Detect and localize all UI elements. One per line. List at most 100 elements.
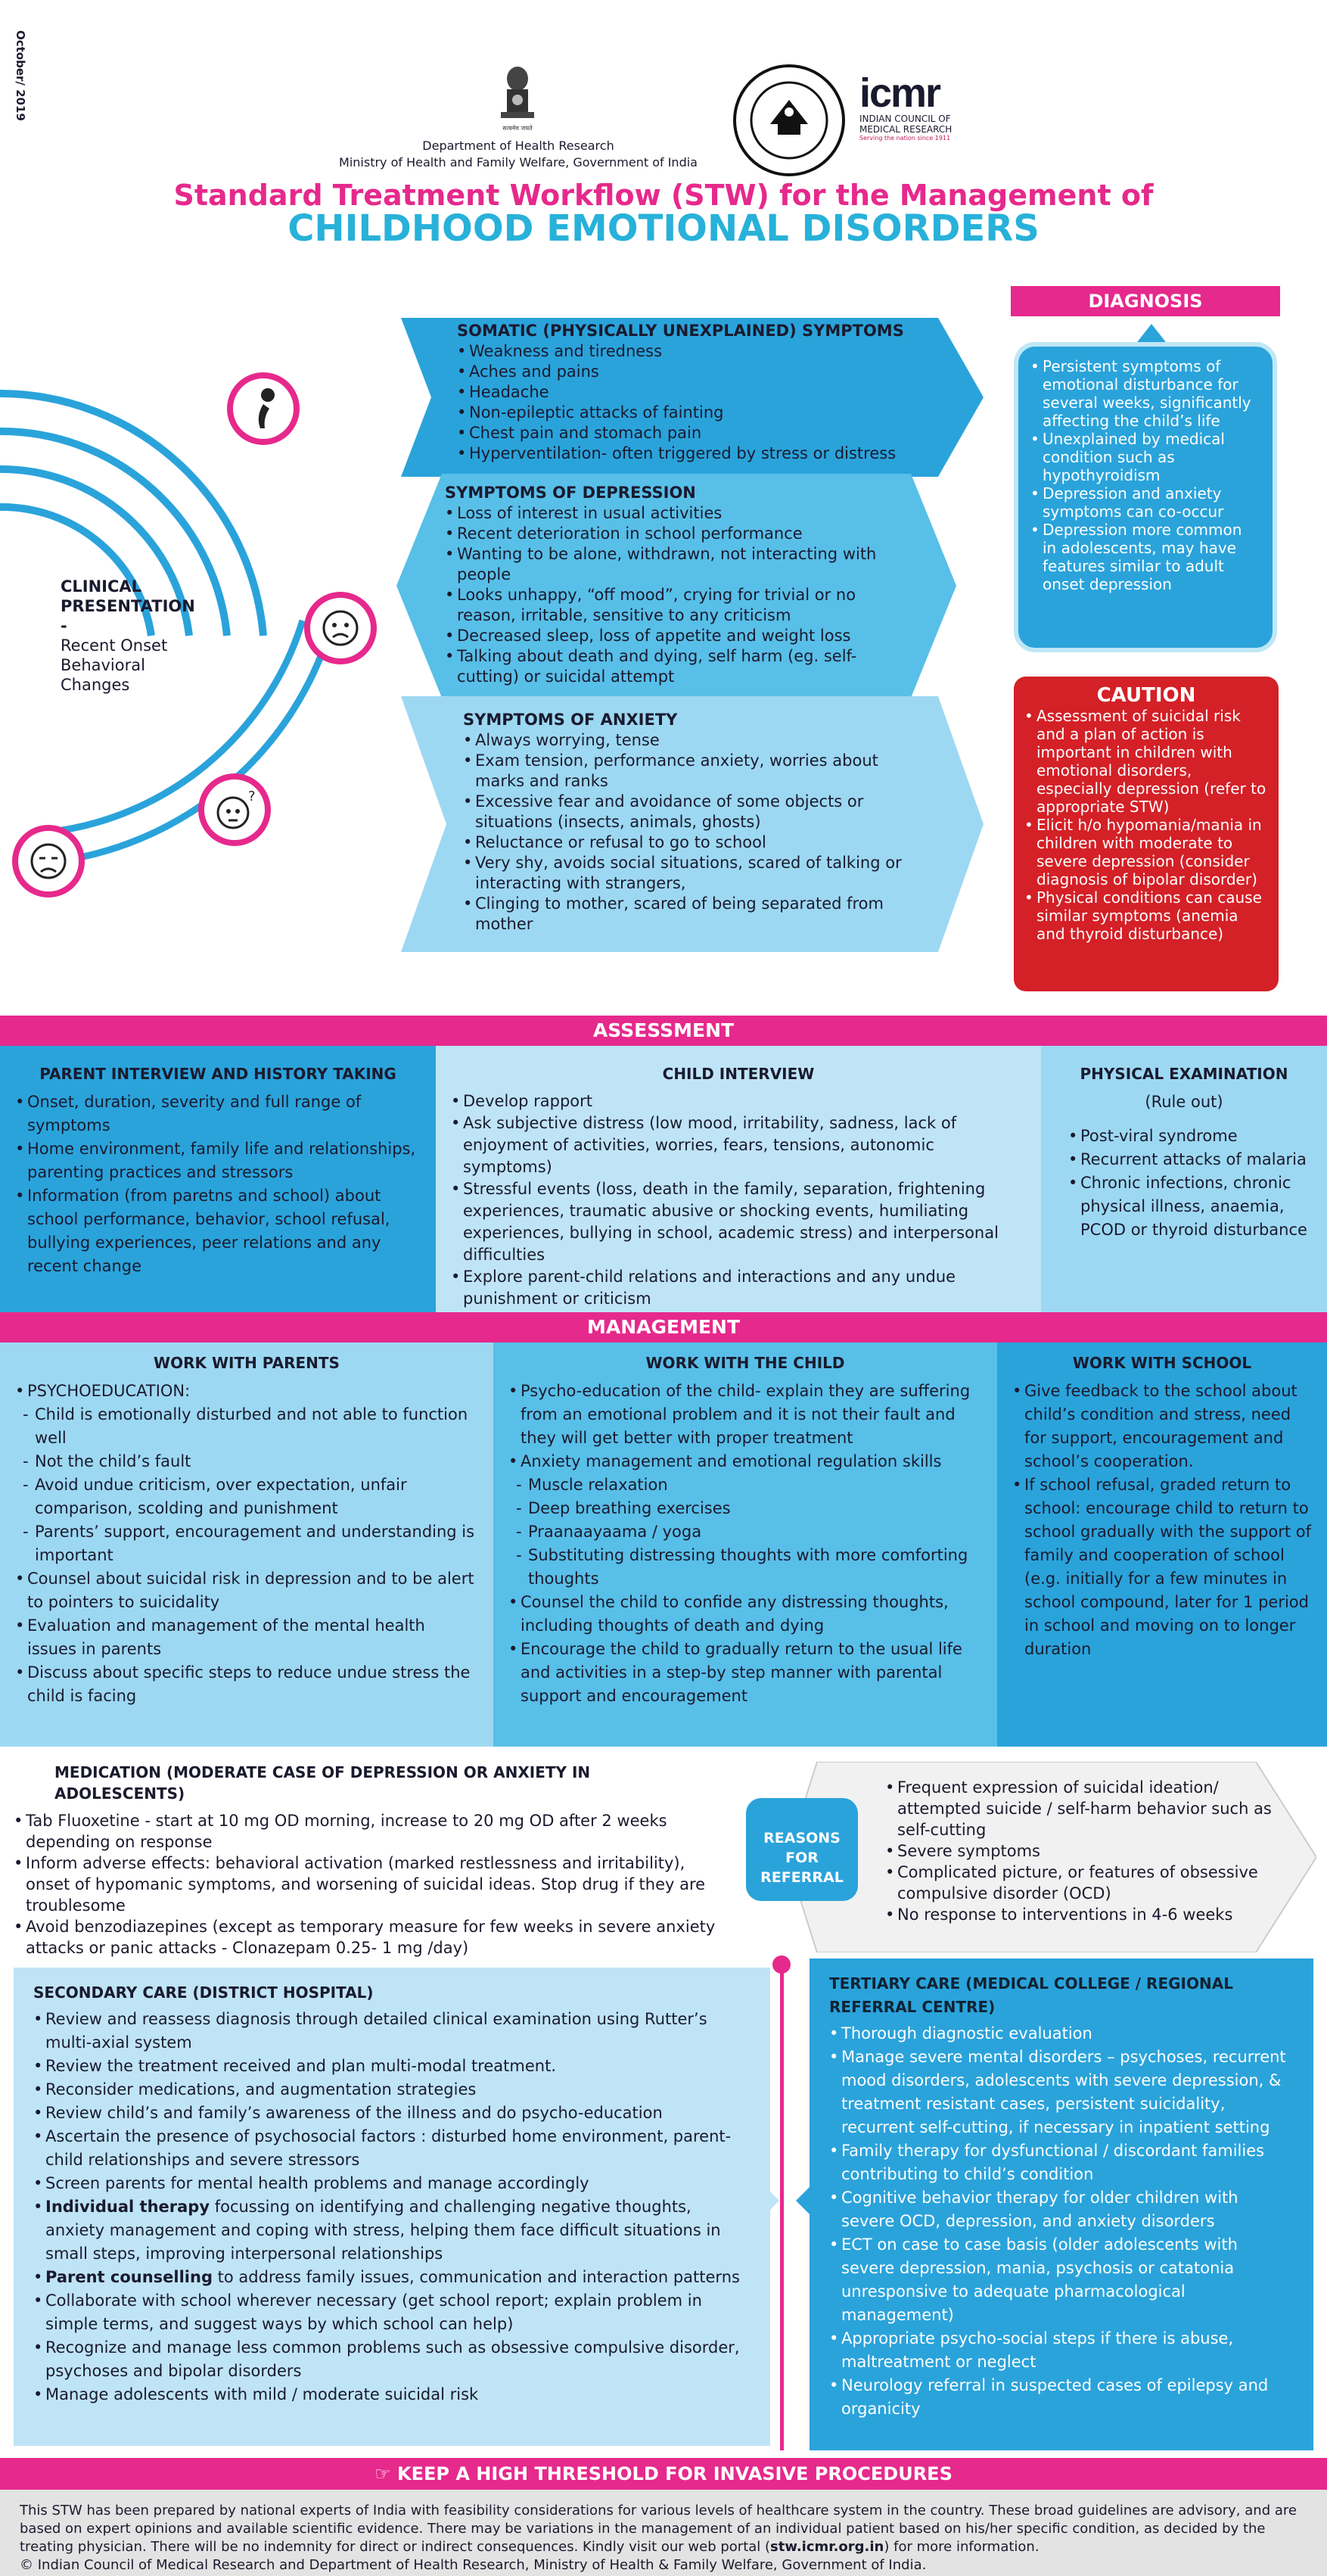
work-with-parents-item: Counsel about suicidal risk in depressio… xyxy=(15,1567,478,1614)
tertiary-care-section: TERTIARY CARE (MEDICAL COLLEGE / REGIONA… xyxy=(810,1958,1313,2450)
anxiety-skill-item: Muscle relaxation xyxy=(508,1473,982,1497)
depression-item: Decreased sleep, loss of appetite and we… xyxy=(445,626,899,646)
clinical-title: CLINICAL PRESENTATION - xyxy=(61,577,195,635)
diagnosis-item: Unexplained by medical condition such as… xyxy=(1030,430,1260,484)
caution-item: Elicit h/o hypomania/mania in children w… xyxy=(1024,816,1268,888)
child-interview-title: CHILD INTERVIEW xyxy=(662,1065,815,1083)
dept-line2: Ministry of Health and Family Welfare, G… xyxy=(339,155,698,170)
clinical-presentation: CLINICAL PRESENTATION - Recent Onset Beh… xyxy=(61,577,197,695)
footer-url[interactable]: stw.icmr.org.in xyxy=(770,2539,884,2555)
icmr-logo-text: icmr xyxy=(859,70,941,116)
physical-exam-column: PHYSICAL EXAMINATION (Rule out) Post-vir… xyxy=(1041,1046,1327,1312)
icmr-tagline: Serving the nation since 1911 xyxy=(859,135,951,142)
somatic-item: Aches and pains xyxy=(457,362,956,382)
depression-item: Recent deterioration in school performan… xyxy=(445,524,899,544)
work-with-parents-column: WORK WITH PARENTS PSYCHOEDUCATION: Child… xyxy=(0,1342,493,1747)
footer-copyright: © Indian Council of Medical Research and… xyxy=(20,2557,927,2573)
anxiety-title: SYMPTOMS OF ANXIETY xyxy=(463,711,678,729)
psychoeducation-item: Not the child’s fault xyxy=(15,1450,478,1473)
tertiary-care-item: Cognitive behavior therapy for older chi… xyxy=(829,2186,1294,2233)
parent-interview-column: PARENT INTERVIEW AND HISTORY TAKING Onse… xyxy=(0,1046,436,1312)
psychoeducation-item: Parents’ support, encouragement and unde… xyxy=(15,1520,478,1567)
tertiary-care-item: Family therapy for dysfunctional / disco… xyxy=(829,2139,1294,2186)
footer: This STW has been prepared by national e… xyxy=(0,2490,1327,2576)
icmr-logo-sub1: INDIAN COUNCIL OF xyxy=(859,114,951,124)
child-interview-item: Develop rapport xyxy=(451,1090,1026,1112)
diagnosis-item: Persistent symptoms of emotional disturb… xyxy=(1030,357,1260,430)
work-with-school-column: WORK WITH SCHOOL Give feedback to the sc… xyxy=(997,1342,1327,1747)
caution-title: CAUTION xyxy=(1096,684,1196,707)
somatic-section: SOMATIC (PHYSICALLY UNEXPLAINED) SYMPTOM… xyxy=(457,321,956,464)
anxiety-skill-item: Praanaayaama / yoga xyxy=(508,1520,982,1544)
parent-interview-item: Home environment, family life and relati… xyxy=(15,1137,421,1184)
medication-title: MEDICATION (MODERATE CASE OF DEPRESSION … xyxy=(54,1763,591,1803)
footer-disclaimer: This STW has been prepared by national e… xyxy=(20,2502,1307,2556)
title-line1: Standard Treatment Workflow (STW) for th… xyxy=(173,179,1154,212)
anxiety-item: Excessive fear and avoidance of some obj… xyxy=(463,792,932,832)
sad-face-icon xyxy=(304,592,377,664)
referral-item: Frequent expression of suicidal ideation… xyxy=(885,1777,1294,1840)
somatic-item: Headache xyxy=(457,382,956,403)
medication-item: Inform adverse effects: behavioral activ… xyxy=(14,1853,725,1916)
work-with-school-item: Give feedback to the school about child’… xyxy=(1012,1380,1312,1473)
secondary-care-item: Recognize and manage less common problem… xyxy=(33,2336,751,2383)
individual-therapy-text: focussing on identifying and challenging… xyxy=(45,2198,721,2263)
work-with-parents-item: Discuss about specific steps to reduce u… xyxy=(15,1661,478,1708)
anxiety-skill-item: Deep breathing exercises xyxy=(508,1497,982,1520)
secondary-care-title: SECONDARY CARE (DISTRICT HOSPITAL) xyxy=(33,1983,374,2002)
parent-counselling-text: to address family issues, communication … xyxy=(213,2268,740,2286)
somatic-item: Non-epileptic attacks of fainting xyxy=(457,403,956,423)
work-with-child-title: WORK WITH THE CHILD xyxy=(645,1354,845,1372)
somatic-item: Hyperventilation- often triggered by str… xyxy=(457,443,956,464)
work-with-child-column: WORK WITH THE CHILD Psycho-education of … xyxy=(493,1342,997,1747)
parent-counselling-label: Parent counselling xyxy=(45,2268,213,2286)
physical-exam-item: Chronic infections, chronic physical ill… xyxy=(1068,1171,1312,1242)
secondary-care-item: Reconsider medications, and augmentation… xyxy=(33,2078,751,2102)
work-with-child-item: Anxiety management and emotional regulat… xyxy=(508,1450,982,1473)
tertiary-care-item: Neurology referral in suspected cases of… xyxy=(829,2374,1294,2421)
secondary-care-item: Review the treatment received and plan m… xyxy=(33,2055,751,2078)
secondary-arrow xyxy=(766,2187,779,2214)
medication-item: Avoid benzodiazepines (except as tempora… xyxy=(14,1916,725,1958)
caution-item: Assessment of suicidal risk and a plan o… xyxy=(1024,707,1268,816)
crying-face-icon xyxy=(12,825,85,898)
depression-title: SYMPTOMS OF DEPRESSION xyxy=(445,484,696,502)
referral-item: No response to interventions in 4-6 week… xyxy=(885,1904,1294,1925)
work-with-child-item: Encourage the child to gradually return … xyxy=(508,1638,982,1708)
individual-therapy-label: Individual therapy xyxy=(45,2198,210,2216)
anxiety-skill-item: Substituting distressing thoughts with m… xyxy=(508,1544,982,1591)
referral-item: Severe symptoms xyxy=(885,1840,1294,1862)
physical-exam-item: Post-viral syndrome xyxy=(1068,1125,1312,1148)
anxiety-item: Exam tension, performance anxiety, worri… xyxy=(463,751,932,792)
psychoeducation-item: Child is emotionally disturbed and not a… xyxy=(15,1403,478,1450)
referral-item: Complicated picture, or features of obse… xyxy=(885,1862,1294,1904)
care-divider-dot xyxy=(772,1955,791,1974)
work-with-child-item: Counsel the child to confide any distres… xyxy=(508,1591,982,1638)
parent-interview-item: Onset, duration, severity and full range… xyxy=(15,1090,421,1137)
child-interview-item: Explore parent-child relations and inter… xyxy=(451,1266,1026,1310)
diagnosis-pointer xyxy=(1135,324,1168,345)
individual-therapy-item: Individual therapy focussing on identify… xyxy=(33,2195,751,2266)
child-interview-column: CHILD INTERVIEW Develop rapport Ask subj… xyxy=(436,1046,1041,1312)
diagnosis-box: Persistent symptoms of emotional disturb… xyxy=(1014,342,1277,652)
svg-text:?: ? xyxy=(248,789,256,804)
secondary-care-item: Screen parents for mental health problem… xyxy=(33,2172,751,2195)
depression-item: Wanting to be alone, withdrawn, not inte… xyxy=(445,544,899,585)
anxiety-item: Clinging to mother, scared of being sepa… xyxy=(463,894,932,935)
depression-section: SYMPTOMS OF DEPRESSION Loss of interest … xyxy=(445,483,899,687)
diagnosis-item: Depression and anxiety symptoms can co-o… xyxy=(1030,484,1260,521)
secondary-care-item: Review child’s and family’s awareness of… xyxy=(33,2102,751,2125)
footer-text2: ) for more information. xyxy=(884,2539,1040,2555)
management-bar: MANAGEMENT xyxy=(0,1312,1327,1342)
footer-text1: This STW has been prepared by national e… xyxy=(20,2503,1297,2555)
child-interview-item: Stressful events (loss, death in the fam… xyxy=(451,1178,1026,1266)
medication-section: MEDICATION (MODERATE CASE OF DEPRESSION … xyxy=(14,1762,725,1958)
tertiary-care-title: TERTIARY CARE (MEDICAL COLLEGE / REGIONA… xyxy=(829,1974,1233,2016)
parent-interview-title: PARENT INTERVIEW AND HISTORY TAKING xyxy=(39,1065,396,1083)
physical-exam-subtitle: (Rule out) xyxy=(1145,1093,1223,1111)
caution-item: Physical conditions can cause similar sy… xyxy=(1024,888,1268,943)
work-with-parents-title: WORK WITH PARENTS xyxy=(154,1354,340,1372)
depression-item: Looks unhappy, “off mood”, crying for tr… xyxy=(445,585,899,626)
referral-list: Frequent expression of suicidal ideation… xyxy=(885,1777,1294,1925)
secondary-care-section: SECONDARY CARE (DISTRICT HOSPITAL) Revie… xyxy=(14,1968,770,2446)
